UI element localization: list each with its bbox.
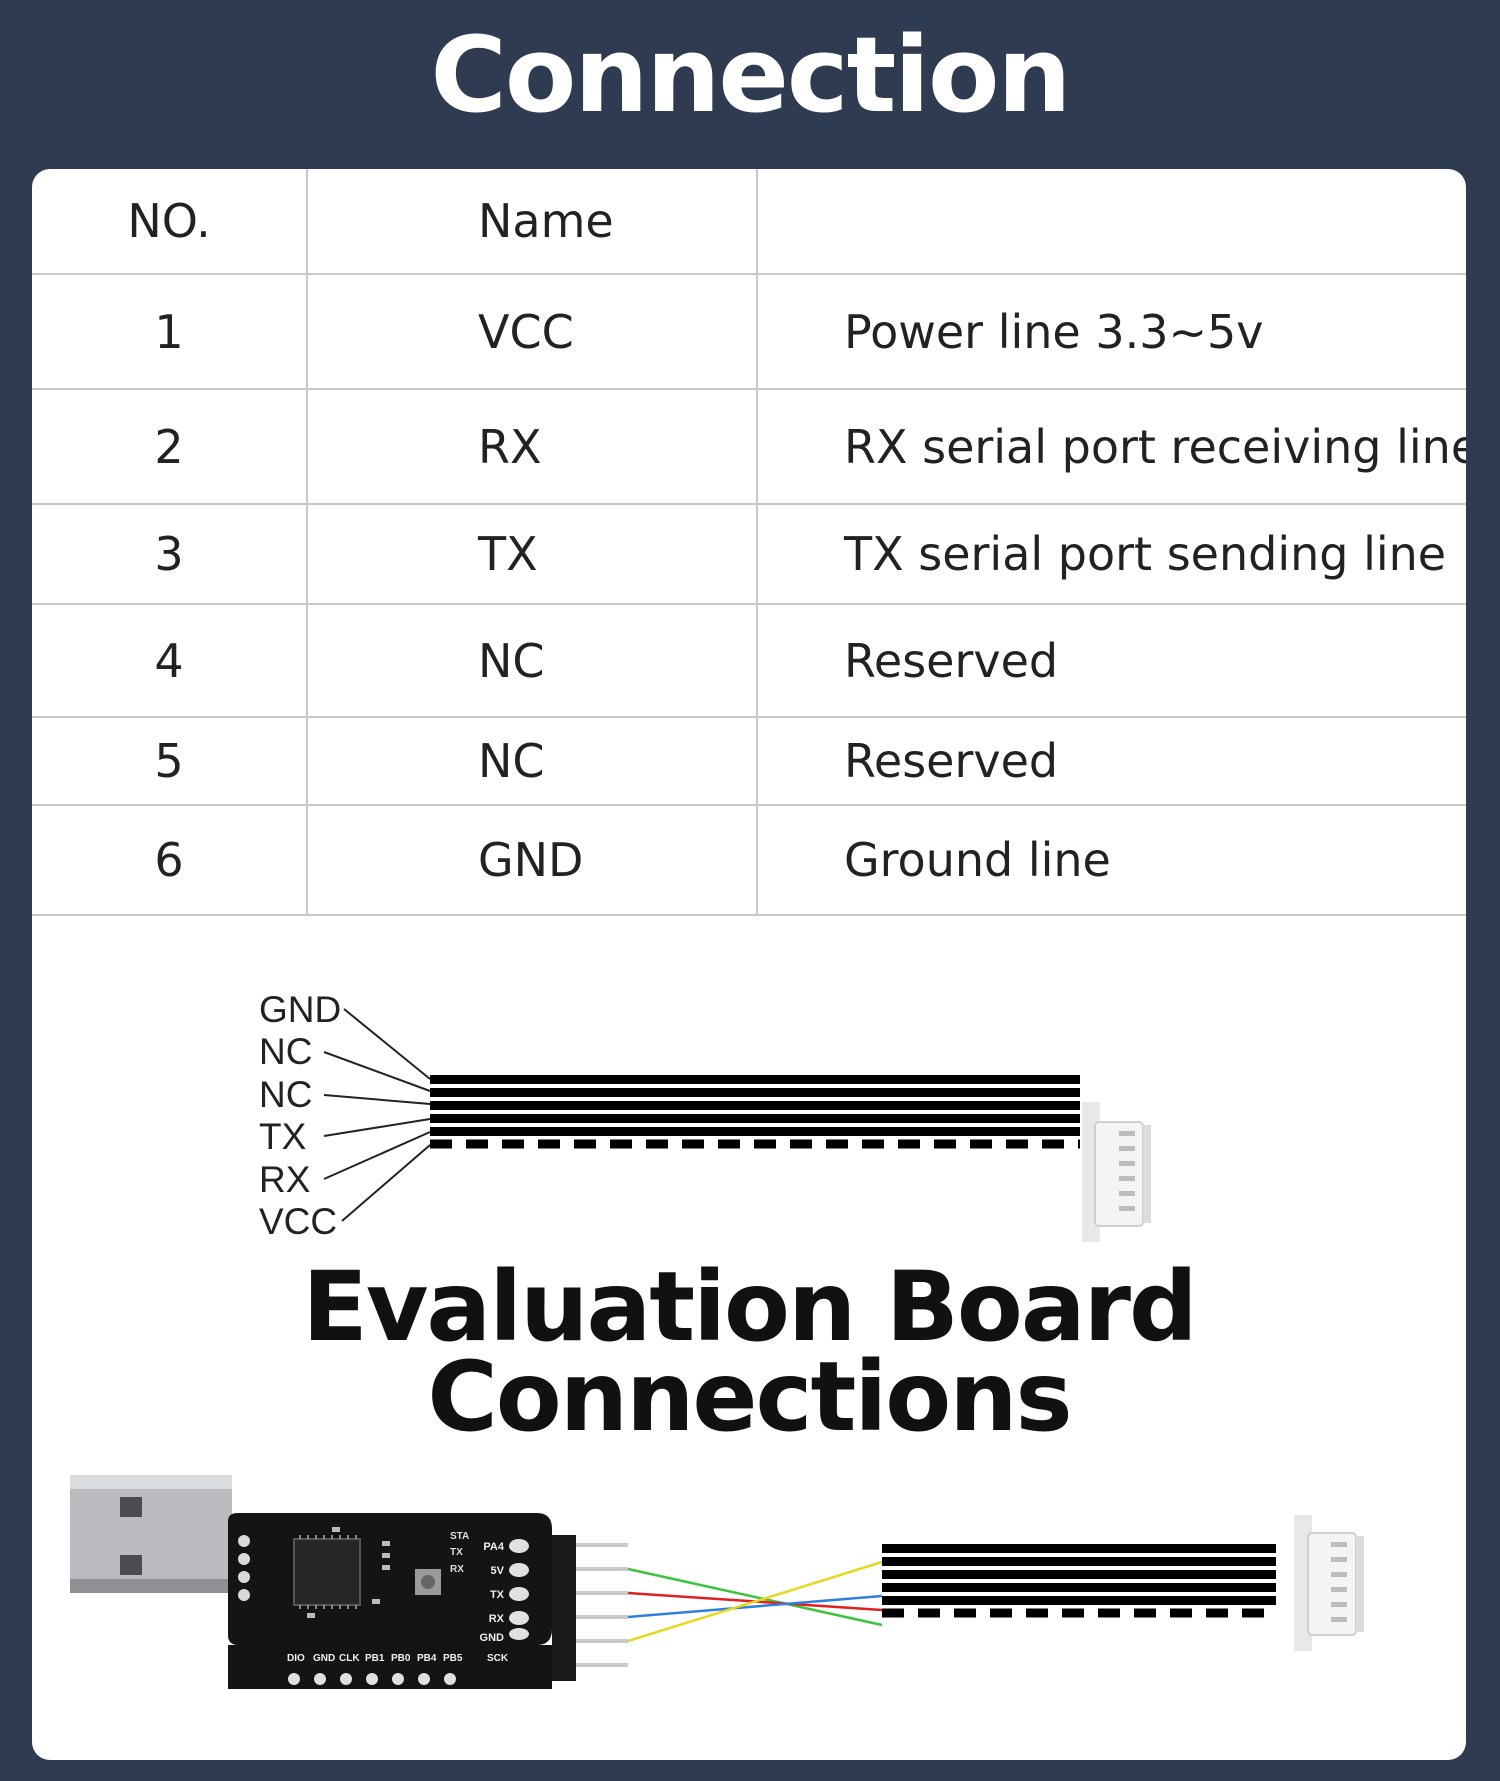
eval-title-line2: Connections: [427, 1341, 1072, 1453]
row-desc: Reserved: [757, 604, 1466, 718]
svg-text:RX: RX: [489, 1613, 505, 1625]
connector-top: [1082, 1102, 1151, 1242]
pin-table: NO. Name 1 VCC Power line 3.3~5v 2 RX RX…: [32, 169, 1466, 916]
row-no: 5: [32, 717, 308, 806]
row-name: GND: [307, 805, 758, 916]
cable-label-rx: RX: [259, 1159, 310, 1200]
table-row: 1 VCC Power line 3.3~5v: [32, 274, 1466, 390]
svg-text:GND: GND: [480, 1632, 505, 1644]
board-bottom-label: PB5: [443, 1653, 463, 1664]
row-name: VCC: [307, 274, 758, 390]
board-bottom-label: PB1: [365, 1653, 385, 1664]
row-desc: TX serial port sending line: [757, 504, 1466, 605]
board-pin-label-sck: SCK: [487, 1653, 509, 1664]
header-no: NO.: [32, 169, 308, 275]
usb-plug: [70, 1475, 232, 1593]
row-name: NC: [307, 604, 758, 718]
board-bottom-label: PB0: [391, 1653, 411, 1664]
header-name: Name: [307, 169, 758, 275]
table-row: 3 TX TX serial port sending line: [32, 504, 1466, 605]
svg-text:5V: 5V: [491, 1565, 505, 1577]
row-desc: Ground line: [757, 805, 1466, 916]
evaluation-board-title: Evaluation Board Connections: [32, 1251, 1466, 1453]
svg-text:STA: STA: [450, 1531, 469, 1542]
eval-title-line1: Evaluation Board: [302, 1251, 1197, 1363]
row-no: 4: [32, 604, 308, 718]
row-no: 3: [32, 504, 308, 605]
row-name: NC: [307, 717, 758, 806]
table-row: 4 NC Reserved: [32, 604, 1466, 718]
row-name: RX: [307, 389, 758, 505]
row-no: 1: [32, 274, 308, 390]
page-title: Connection: [430, 14, 1072, 136]
cable-label-vcc: VCC: [259, 1201, 337, 1242]
board-bottom-label: GND: [313, 1653, 335, 1664]
ribbon-cable-bottom: [882, 1544, 1276, 1618]
evaluation-board: STA TX RX PA4 5V TX RX GND D: [228, 1513, 628, 1689]
cable-leader-lines: [323, 1008, 431, 1222]
connection-diagram: GND NC NC TX RX VCC: [70, 989, 1364, 1689]
svg-text:PA4: PA4: [483, 1541, 504, 1553]
row-name: TX: [307, 504, 758, 605]
connector-bottom: [1294, 1515, 1364, 1651]
table-row: 5 NC Reserved: [32, 717, 1466, 806]
row-desc: RX serial port receiving line: [757, 389, 1466, 505]
board-bottom-label: CLK: [339, 1653, 360, 1664]
cable-label-nc: NC: [259, 1074, 312, 1115]
board-bottom-label: PB4: [417, 1653, 437, 1664]
cable-labels: GND NC NC TX RX VCC: [259, 989, 341, 1242]
row-desc: Power line 3.3~5v: [757, 274, 1466, 390]
svg-text:RX: RX: [450, 1564, 464, 1575]
crossed-wires: [627, 1560, 883, 1643]
table-row: 2 RX RX serial port receiving line: [32, 389, 1466, 505]
cable-label-tx: TX: [259, 1116, 306, 1157]
table-row: 6 GND Ground line: [32, 805, 1466, 916]
board-pin-labels: PA4 5V TX RX GND: [480, 1541, 505, 1644]
svg-text:TX: TX: [490, 1589, 505, 1601]
board-bottom-label: DIO: [287, 1653, 305, 1664]
table-header-row: NO. Name: [32, 169, 1466, 275]
led-labels: STA TX RX: [450, 1531, 469, 1575]
row-no: 6: [32, 805, 308, 916]
header-desc: [757, 169, 1466, 275]
cable-label-nc: NC: [259, 1031, 312, 1072]
row-no: 2: [32, 389, 308, 505]
cable-label-gnd: GND: [259, 989, 341, 1030]
content-card: NO. Name 1 VCC Power line 3.3~5v 2 RX RX…: [32, 169, 1466, 1760]
ribbon-cable-top: [430, 1075, 1080, 1149]
svg-text:TX: TX: [450, 1547, 463, 1558]
row-desc: Reserved: [757, 717, 1466, 806]
